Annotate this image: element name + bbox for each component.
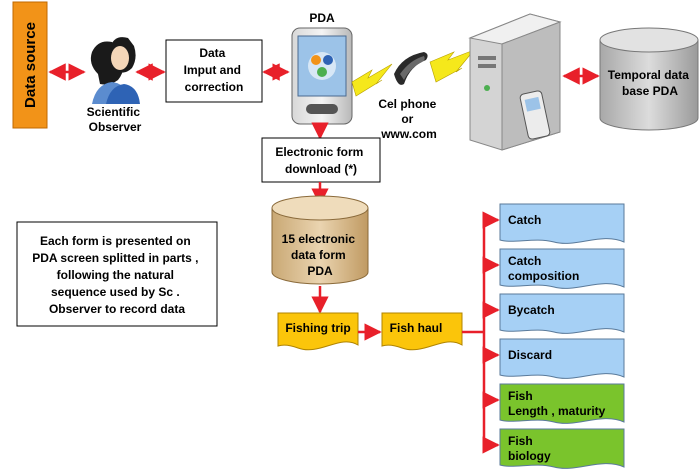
fish-haul-doc: Fish haul xyxy=(381,312,463,351)
lightning-right-icon xyxy=(429,49,475,83)
cell-phone-icon xyxy=(394,52,428,85)
lightning-left-icon xyxy=(351,63,393,97)
data-input-box: Data Imput and correction xyxy=(165,39,263,103)
mobile-phone-icon xyxy=(519,90,551,140)
form-doc: Discard xyxy=(499,338,625,379)
form-doc-label: Catch xyxy=(508,213,541,227)
observer-label: Scientific Observer xyxy=(87,105,144,134)
svg-text:15 electronic data form: 15 electronic data form PDA xyxy=(282,232,359,278)
svg-text:Data Imput and cor: Data Imput and correction xyxy=(184,46,245,94)
fishing-trip-label: Fishing trip xyxy=(285,321,350,335)
fish-haul-label: Fish haul xyxy=(390,321,443,335)
form-doc: Catch xyxy=(499,203,625,244)
form-doc-label: Discard xyxy=(508,348,552,362)
form-doc-label: Bycatch xyxy=(508,303,555,317)
electronic-forms-cylinder: 15 electronic data form PDA xyxy=(271,195,369,285)
fishing-trip-doc: Fishing trip xyxy=(277,312,359,351)
download-box: Electronic form download (*) xyxy=(261,137,381,183)
svg-text:Each form is presented on: Each form is presented on PDA screen spl… xyxy=(32,234,202,316)
note-box: Each form is presented on PDA screen spl… xyxy=(16,221,218,327)
data-source-box: Data source xyxy=(12,1,48,129)
cel-phone-label: Cel phone or www.com xyxy=(378,97,439,141)
data-source-label: Data source xyxy=(22,22,39,108)
svg-text:Temporal data base PDA: Temporal data base PDA xyxy=(608,68,692,98)
observer-people-icon xyxy=(90,37,140,104)
temporal-db-cylinder: Temporal data base PDA xyxy=(599,27,699,131)
pda-label: PDA xyxy=(309,11,335,25)
form-doc: Bycatch xyxy=(499,293,625,334)
pda-device-icon xyxy=(291,27,353,125)
svg-text:Electronic form download: Electronic form download (*) xyxy=(275,145,366,176)
